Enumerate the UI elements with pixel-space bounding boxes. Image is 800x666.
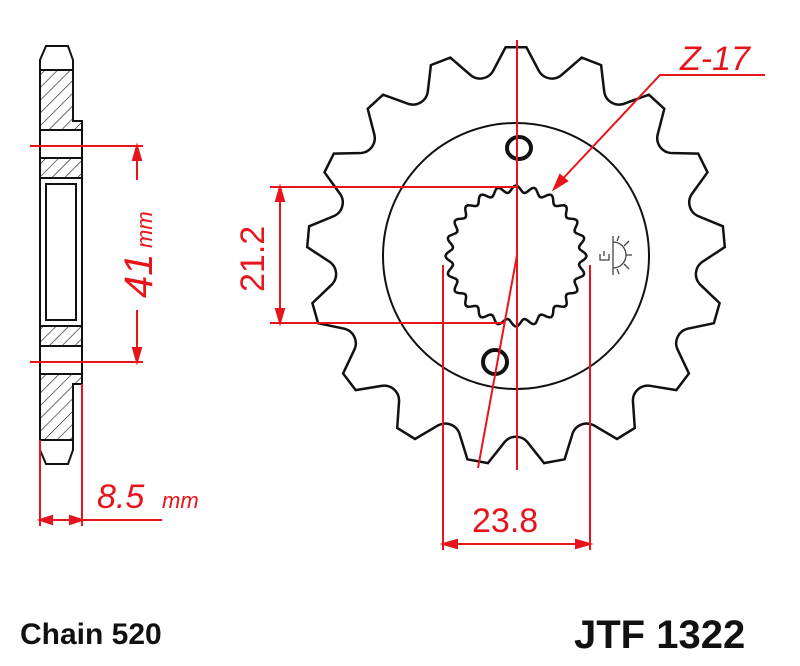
sun-symbol-icon xyxy=(599,235,632,275)
side-view xyxy=(39,45,83,465)
side-tip-bottom xyxy=(39,439,74,465)
side-upper-section xyxy=(39,69,83,131)
side-tip-top xyxy=(39,45,74,71)
side-upper-band xyxy=(39,129,83,159)
thickness-unit: mm xyxy=(162,488,199,513)
front-dimensions xyxy=(270,40,765,550)
side-lower-section xyxy=(39,373,83,441)
teeth-count-label: Z-17 xyxy=(679,40,751,78)
bolt-hole-top xyxy=(505,135,533,161)
part-number: JTF 1322 xyxy=(574,613,745,657)
hub-dimension-unit: mm xyxy=(132,211,157,248)
spline-width-value: 23.8 xyxy=(472,502,538,540)
side-hatch-band-1 xyxy=(39,157,83,179)
thickness-value: 8.5 xyxy=(97,478,144,516)
side-hatch-band-2 xyxy=(39,325,83,347)
hub-dimension-value: 41 xyxy=(117,254,161,299)
spline-height-value: 21.2 xyxy=(234,226,272,292)
side-hub-inner xyxy=(45,183,77,321)
chain-label: Chain 520 xyxy=(20,618,162,651)
side-dimensions xyxy=(30,142,162,526)
spline-hole xyxy=(444,184,588,328)
side-lower-band xyxy=(39,345,83,375)
